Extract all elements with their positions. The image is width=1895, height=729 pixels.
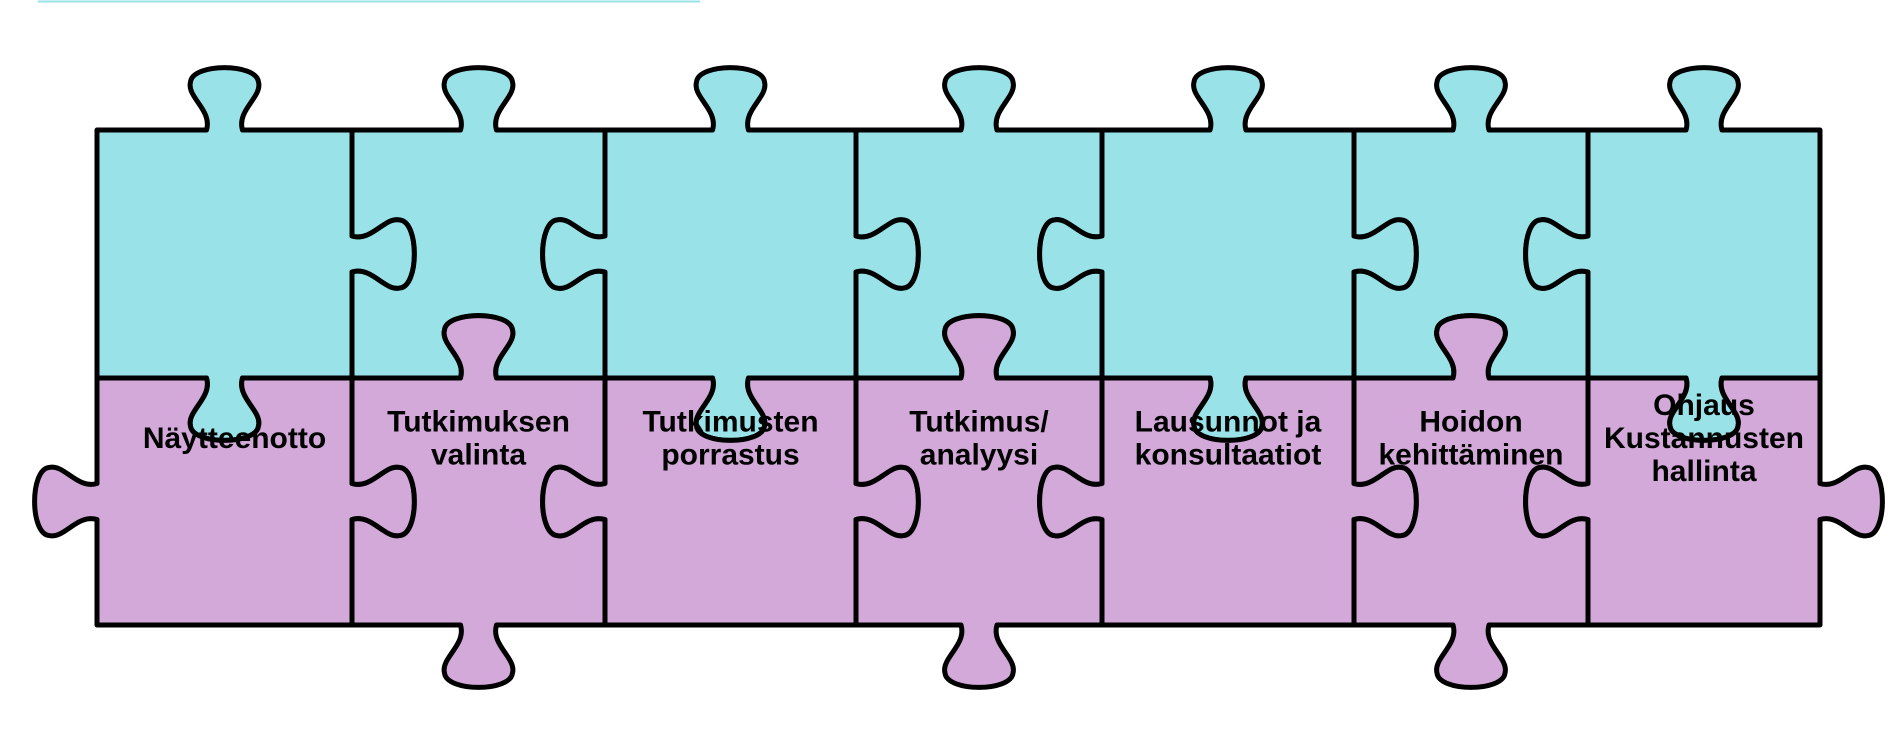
- piece-label-line: Lausunnot ja: [1135, 406, 1322, 439]
- bottom-piece: [1523, 375, 1885, 628]
- piece-label-line: Tutkimus/: [909, 406, 1049, 439]
- piece-label-line: Näytteenotto: [143, 422, 326, 455]
- piece-label: Tutkimus/analyysi: [909, 406, 1049, 472]
- piece-label: Näytteenotto: [143, 422, 326, 455]
- piece-label-line: Kustannusten: [1604, 422, 1804, 455]
- bottom-row-pieces: [32, 313, 1885, 690]
- top-row-pieces: [94, 65, 1823, 443]
- piece-label-line: Hoidon: [1419, 406, 1522, 439]
- piece-label-line: kehittäminen: [1378, 439, 1563, 472]
- piece-label-line: hallinta: [1651, 455, 1756, 488]
- piece-label-line: konsultaatiot: [1135, 439, 1322, 472]
- piece-label-line: Ohjaus: [1653, 389, 1755, 422]
- piece-label-line: analyysi: [920, 439, 1038, 472]
- piece-label-line: Tutkimuksen: [387, 406, 570, 439]
- piece-label-line: porrastus: [661, 439, 799, 472]
- piece-label-line: Tutkimusten: [642, 406, 818, 439]
- piece-label-line: valinta: [431, 439, 526, 472]
